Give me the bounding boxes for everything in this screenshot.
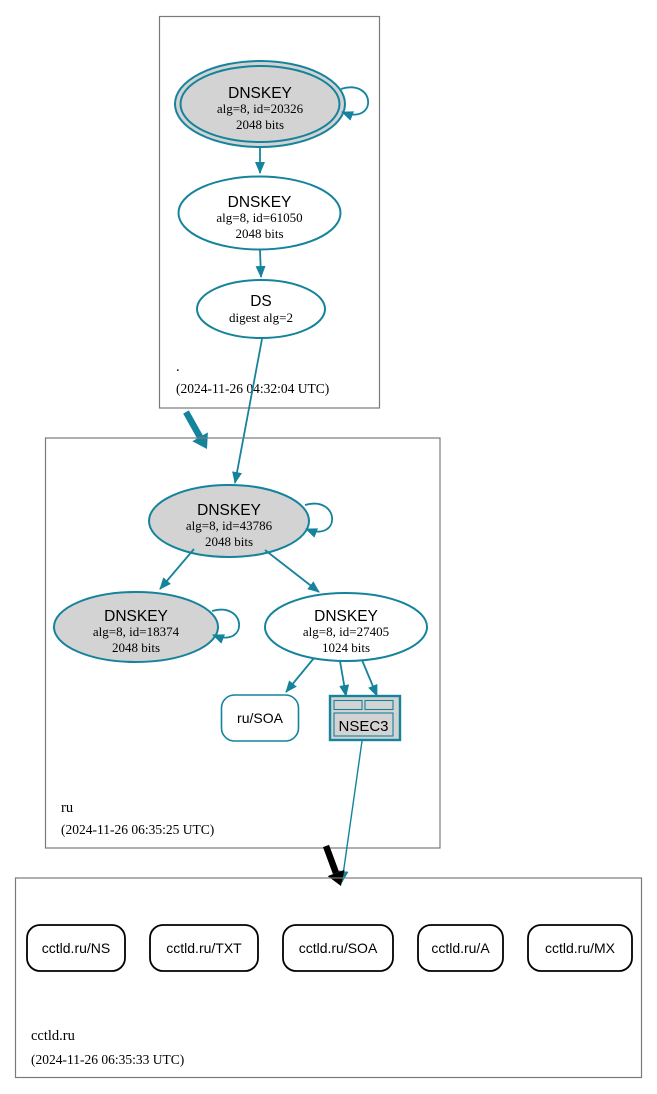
dnskey-20326-detail: alg=8, id=20326 xyxy=(217,101,304,116)
dnskey-18374-detail: alg=8, id=18374 xyxy=(93,624,180,639)
dnskey-20326-outer-ellipse xyxy=(174,60,346,148)
dnskey-43786-detail: alg=8, id=43786 xyxy=(186,518,273,533)
zone-ru-box xyxy=(44,437,441,849)
rrset-cctld-ns-label: cctld.ru/NS xyxy=(42,940,110,956)
dnskey-18374-title: DNSKEY xyxy=(104,608,168,625)
zone-cctld-ru: cctld.ru/NS cctld.ru/TXT cctld.ru/SOA cc… xyxy=(14,877,643,1079)
dnskey-43786-selfsign-edge xyxy=(304,502,334,538)
edge-27405-to-nsec3-left xyxy=(339,660,350,697)
dnskey-27405-size: 1024 bits xyxy=(322,640,370,655)
nsec3-text-cell xyxy=(333,712,394,737)
dnskey-18374-selfsign-edge xyxy=(211,608,241,644)
dnskey-27405-node: DNSKEY alg=8, id=27405 1024 bits xyxy=(264,592,428,662)
rrset-cctld-mx-rect xyxy=(527,924,633,972)
rrset-cctld-soa-label: cctld.ru/SOA xyxy=(299,940,378,956)
dnskey-43786-size: 2048 bits xyxy=(205,534,253,549)
ds-title: DS xyxy=(250,293,272,310)
ru-soa-node: ru/SOA xyxy=(220,694,300,742)
rrset-cctld-ns: cctld.ru/NS xyxy=(26,924,126,972)
ds-detail: digest alg=2 xyxy=(229,310,293,325)
dnskey-20326-node: DNSKEY alg=8, id=20326 2048 bits xyxy=(174,60,370,148)
dnskey-20326-inner-ellipse xyxy=(179,65,341,143)
zone-cctld-box xyxy=(14,877,643,1079)
rrset-cctld-txt: cctld.ru/TXT xyxy=(149,924,259,972)
zone-root: DNSKEY alg=8, id=20326 2048 bits DNSKEY … xyxy=(158,15,381,409)
dnskey-20326-title: DNSKEY xyxy=(228,85,292,102)
dnskey-27405-title: DNSKEY xyxy=(314,608,378,625)
delegation-root-to-ru-arrow xyxy=(183,410,208,449)
dnskey-43786-node: DNSKEY alg=8, id=43786 2048 bits xyxy=(148,484,334,558)
dnskey-61050-node: DNSKEY alg=8, id=61050 2048 bits xyxy=(177,175,342,251)
nsec3-cell-left xyxy=(333,699,363,711)
edge-ds-to-43786 xyxy=(232,338,263,484)
edge-43786-to-27405 xyxy=(264,549,320,593)
edge-61050-to-ds xyxy=(255,249,266,278)
zone-root-label: . xyxy=(176,359,180,375)
zone-cctld-timestamp: (2024-11-26 06:35:33 UTC) xyxy=(31,1052,184,1067)
rrset-cctld-a: cctld.ru/A xyxy=(417,924,504,972)
ds-ellipse xyxy=(196,279,326,339)
nsec3-cell-right xyxy=(364,699,394,711)
rrset-cctld-mx-label: cctld.ru/MX xyxy=(545,940,616,956)
dnskey-18374-size: 2048 bits xyxy=(112,640,160,655)
rrset-cctld-soa-rect xyxy=(282,924,394,972)
dnskey-27405-ellipse xyxy=(264,592,428,662)
rrset-cctld-txt-rect xyxy=(149,924,259,972)
zone-root-box xyxy=(158,15,381,409)
nsec3-node: NSEC3 xyxy=(328,694,402,742)
edge-43786-to-18374 xyxy=(159,548,195,590)
rrset-cctld-a-label: cctld.ru/A xyxy=(431,940,490,956)
zone-ru-label: ru xyxy=(61,800,73,816)
nsec3-label: NSEC3 xyxy=(338,718,388,735)
rrset-cctld-soa: cctld.ru/SOA xyxy=(282,924,394,972)
ru-soa-label: ru/SOA xyxy=(237,710,284,726)
dnskey-27405-detail: alg=8, id=27405 xyxy=(303,624,389,639)
dnskey-18374-node: DNSKEY alg=8, id=18374 2048 bits xyxy=(53,591,241,663)
zone-ru-timestamp: (2024-11-26 06:35:25 UTC) xyxy=(61,822,214,837)
edge-27405-to-soa xyxy=(285,657,315,693)
rrset-cctld-mx: cctld.ru/MX xyxy=(527,924,633,972)
edge-nsec3-to-cctld xyxy=(338,740,363,883)
dnskey-20326-size: 2048 bits xyxy=(236,117,284,132)
zone-ru: DNSKEY alg=8, id=43786 2048 bits DNSKEY … xyxy=(44,437,441,849)
delegation-ru-to-cctld-arrow xyxy=(322,844,345,886)
dnskey-61050-size: 2048 bits xyxy=(235,226,283,241)
dnskey-43786-ellipse xyxy=(148,484,310,558)
dnskey-18374-ellipse xyxy=(53,591,219,663)
rrset-cctld-a-rect xyxy=(417,924,504,972)
rrset-cctld-txt-label: cctld.ru/TXT xyxy=(166,940,242,956)
zone-cctld-label: cctld.ru xyxy=(31,1028,75,1044)
dnskey-61050-ellipse xyxy=(177,175,342,251)
dnskey-20326-selfsign-edge xyxy=(340,86,370,121)
rrset-cctld-ns-rect xyxy=(26,924,126,972)
dnskey-61050-title: DNSKEY xyxy=(228,194,292,211)
dnskey-43786-title: DNSKEY xyxy=(197,502,261,519)
ds-node: DS digest alg=2 xyxy=(196,279,326,339)
edge-27405-to-nsec3-right xyxy=(361,659,378,697)
dnskey-61050-detail: alg=8, id=61050 xyxy=(216,210,302,225)
ru-soa-rect xyxy=(220,694,300,742)
